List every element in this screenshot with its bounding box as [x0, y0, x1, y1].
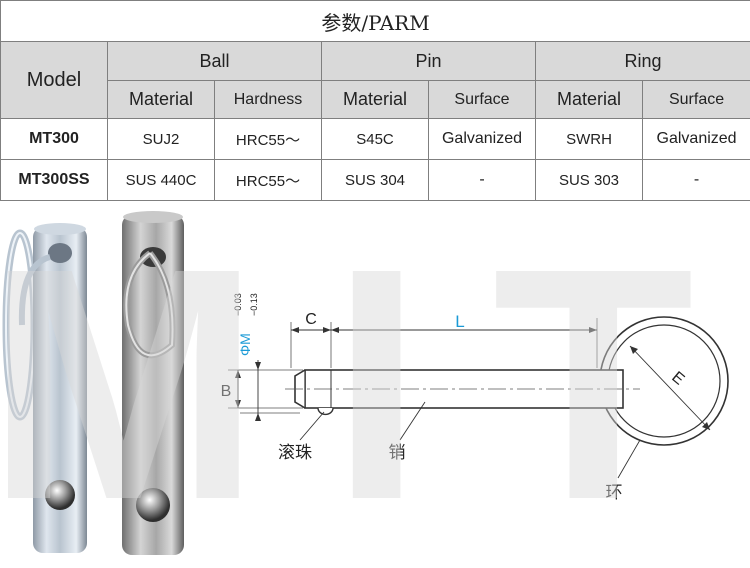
- ring-material-header: Material: [535, 80, 643, 119]
- pin-surface-cell: Galvanized: [428, 118, 536, 160]
- tolerance-lower: −0.13: [249, 293, 259, 316]
- table-row: MT300SS SUS 440C HRC55～ SUS 304 - SUS 30…: [0, 159, 750, 201]
- ball-hardness-cell: HRC55～: [214, 159, 322, 201]
- galvanized-pin-photo: [2, 223, 87, 553]
- ring-label: 环: [606, 483, 623, 503]
- model-cell: MT300: [0, 118, 108, 160]
- pin-label: 销: [389, 443, 406, 463]
- ball-material-cell: SUS 440C: [107, 159, 215, 201]
- dim-m-label: ΦM: [237, 333, 253, 356]
- model-header: Model: [0, 41, 108, 119]
- pin-surface-header: Surface: [428, 80, 536, 119]
- pin-header: Pin: [321, 41, 536, 81]
- title-row: 参数/PARM: [0, 0, 750, 42]
- ring-surface-cell: Galvanized: [641, 118, 750, 160]
- pin-material-cell: S45C: [321, 118, 429, 160]
- group-header-row: Model Ball Pin Ring: [0, 41, 750, 119]
- dim-l-label: L: [455, 312, 464, 331]
- ball-detent: [317, 407, 334, 416]
- pin-material-cell: SUS 304: [321, 159, 429, 201]
- ring-material-cell: SUS 303: [535, 159, 643, 201]
- ball-material-header: Material: [107, 80, 215, 119]
- tolerance-upper: −0.03: [233, 293, 243, 316]
- ring-surface-header: Surface: [641, 80, 750, 119]
- ball-material-cell: SUJ2: [107, 118, 215, 160]
- dim-e-line: [629, 345, 711, 431]
- ball-hardness-header: Hardness: [214, 80, 322, 119]
- ring-header: Ring: [534, 41, 750, 81]
- ring-surface-cell: -: [641, 159, 750, 201]
- dim-c-label: C: [305, 311, 317, 328]
- dim-b-label: B: [221, 383, 232, 400]
- ball-hardness-cell: HRC55～: [214, 118, 322, 160]
- stainless-pin-photo: [122, 211, 184, 555]
- sub-header-row: Material Hardness Material Surface Mater…: [1, 80, 750, 119]
- table-title: 参数/PARM: [0, 0, 750, 42]
- ball-label: 滚珠: [278, 443, 312, 463]
- pin-surface-cell: -: [428, 159, 536, 201]
- technical-drawing: C L B ΦM −0.03 −0.13 E 滚珠 销 环: [221, 293, 729, 503]
- ring-material-cell: SWRH: [535, 118, 643, 160]
- ring-leader: [617, 439, 641, 479]
- spec-table: 参数/PARM Model Ball Pin Ring Material Har…: [0, 0, 750, 201]
- ball-leader: [299, 411, 325, 441]
- pin-material-header: Material: [321, 80, 429, 119]
- table-row: MT300 SUJ2 HRC55～ S45C Galvanized SWRH G…: [0, 118, 750, 160]
- product-photos: [2, 211, 184, 555]
- pin-leader: [399, 401, 426, 441]
- ball-header: Ball: [107, 41, 322, 81]
- model-cell: MT300SS: [0, 159, 108, 201]
- dim-e-label: E: [668, 369, 687, 389]
- ring-inner: [607, 324, 721, 438]
